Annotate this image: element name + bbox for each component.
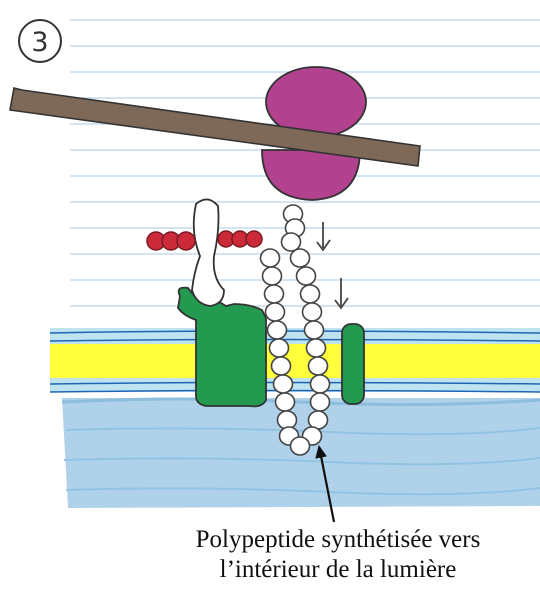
amino-acid-bead	[291, 249, 310, 267]
caption-line-2: l’intérieur de la lumière	[138, 555, 538, 585]
down-arrow-icon	[317, 222, 348, 308]
amino-acid-bead	[278, 411, 297, 429]
er-membrane	[50, 328, 540, 392]
amino-acid-bead	[311, 393, 330, 411]
amino-acid-bead	[282, 233, 301, 251]
amino-acid-bead	[309, 357, 328, 375]
amino-acid-bead	[311, 375, 330, 393]
signal-recognition-particle	[192, 199, 224, 306]
amino-acid-bead	[305, 321, 324, 339]
amino-acid-bead	[261, 249, 280, 267]
amino-acid-bead	[307, 339, 326, 357]
amino-acid-bead	[270, 339, 289, 357]
amino-acid-bead	[276, 393, 295, 411]
amino-acid-bead	[263, 267, 282, 285]
caption-line-1: Polypeptide synthétisée vers	[138, 525, 538, 555]
amino-acid-bead	[265, 285, 284, 303]
amino-acid-bead	[272, 357, 291, 375]
amino-acid-bead	[291, 437, 310, 455]
amino-acid-bead	[266, 303, 285, 321]
step-label: 3	[19, 20, 61, 62]
amino-acid-bead	[297, 267, 316, 285]
amino-acid-bead	[268, 321, 287, 339]
translocon-right	[342, 324, 364, 404]
amino-acid-bead	[303, 303, 322, 321]
amino-acid-bead	[274, 375, 293, 393]
amino-acid-bead	[301, 285, 320, 303]
svg-text:3: 3	[31, 27, 48, 58]
